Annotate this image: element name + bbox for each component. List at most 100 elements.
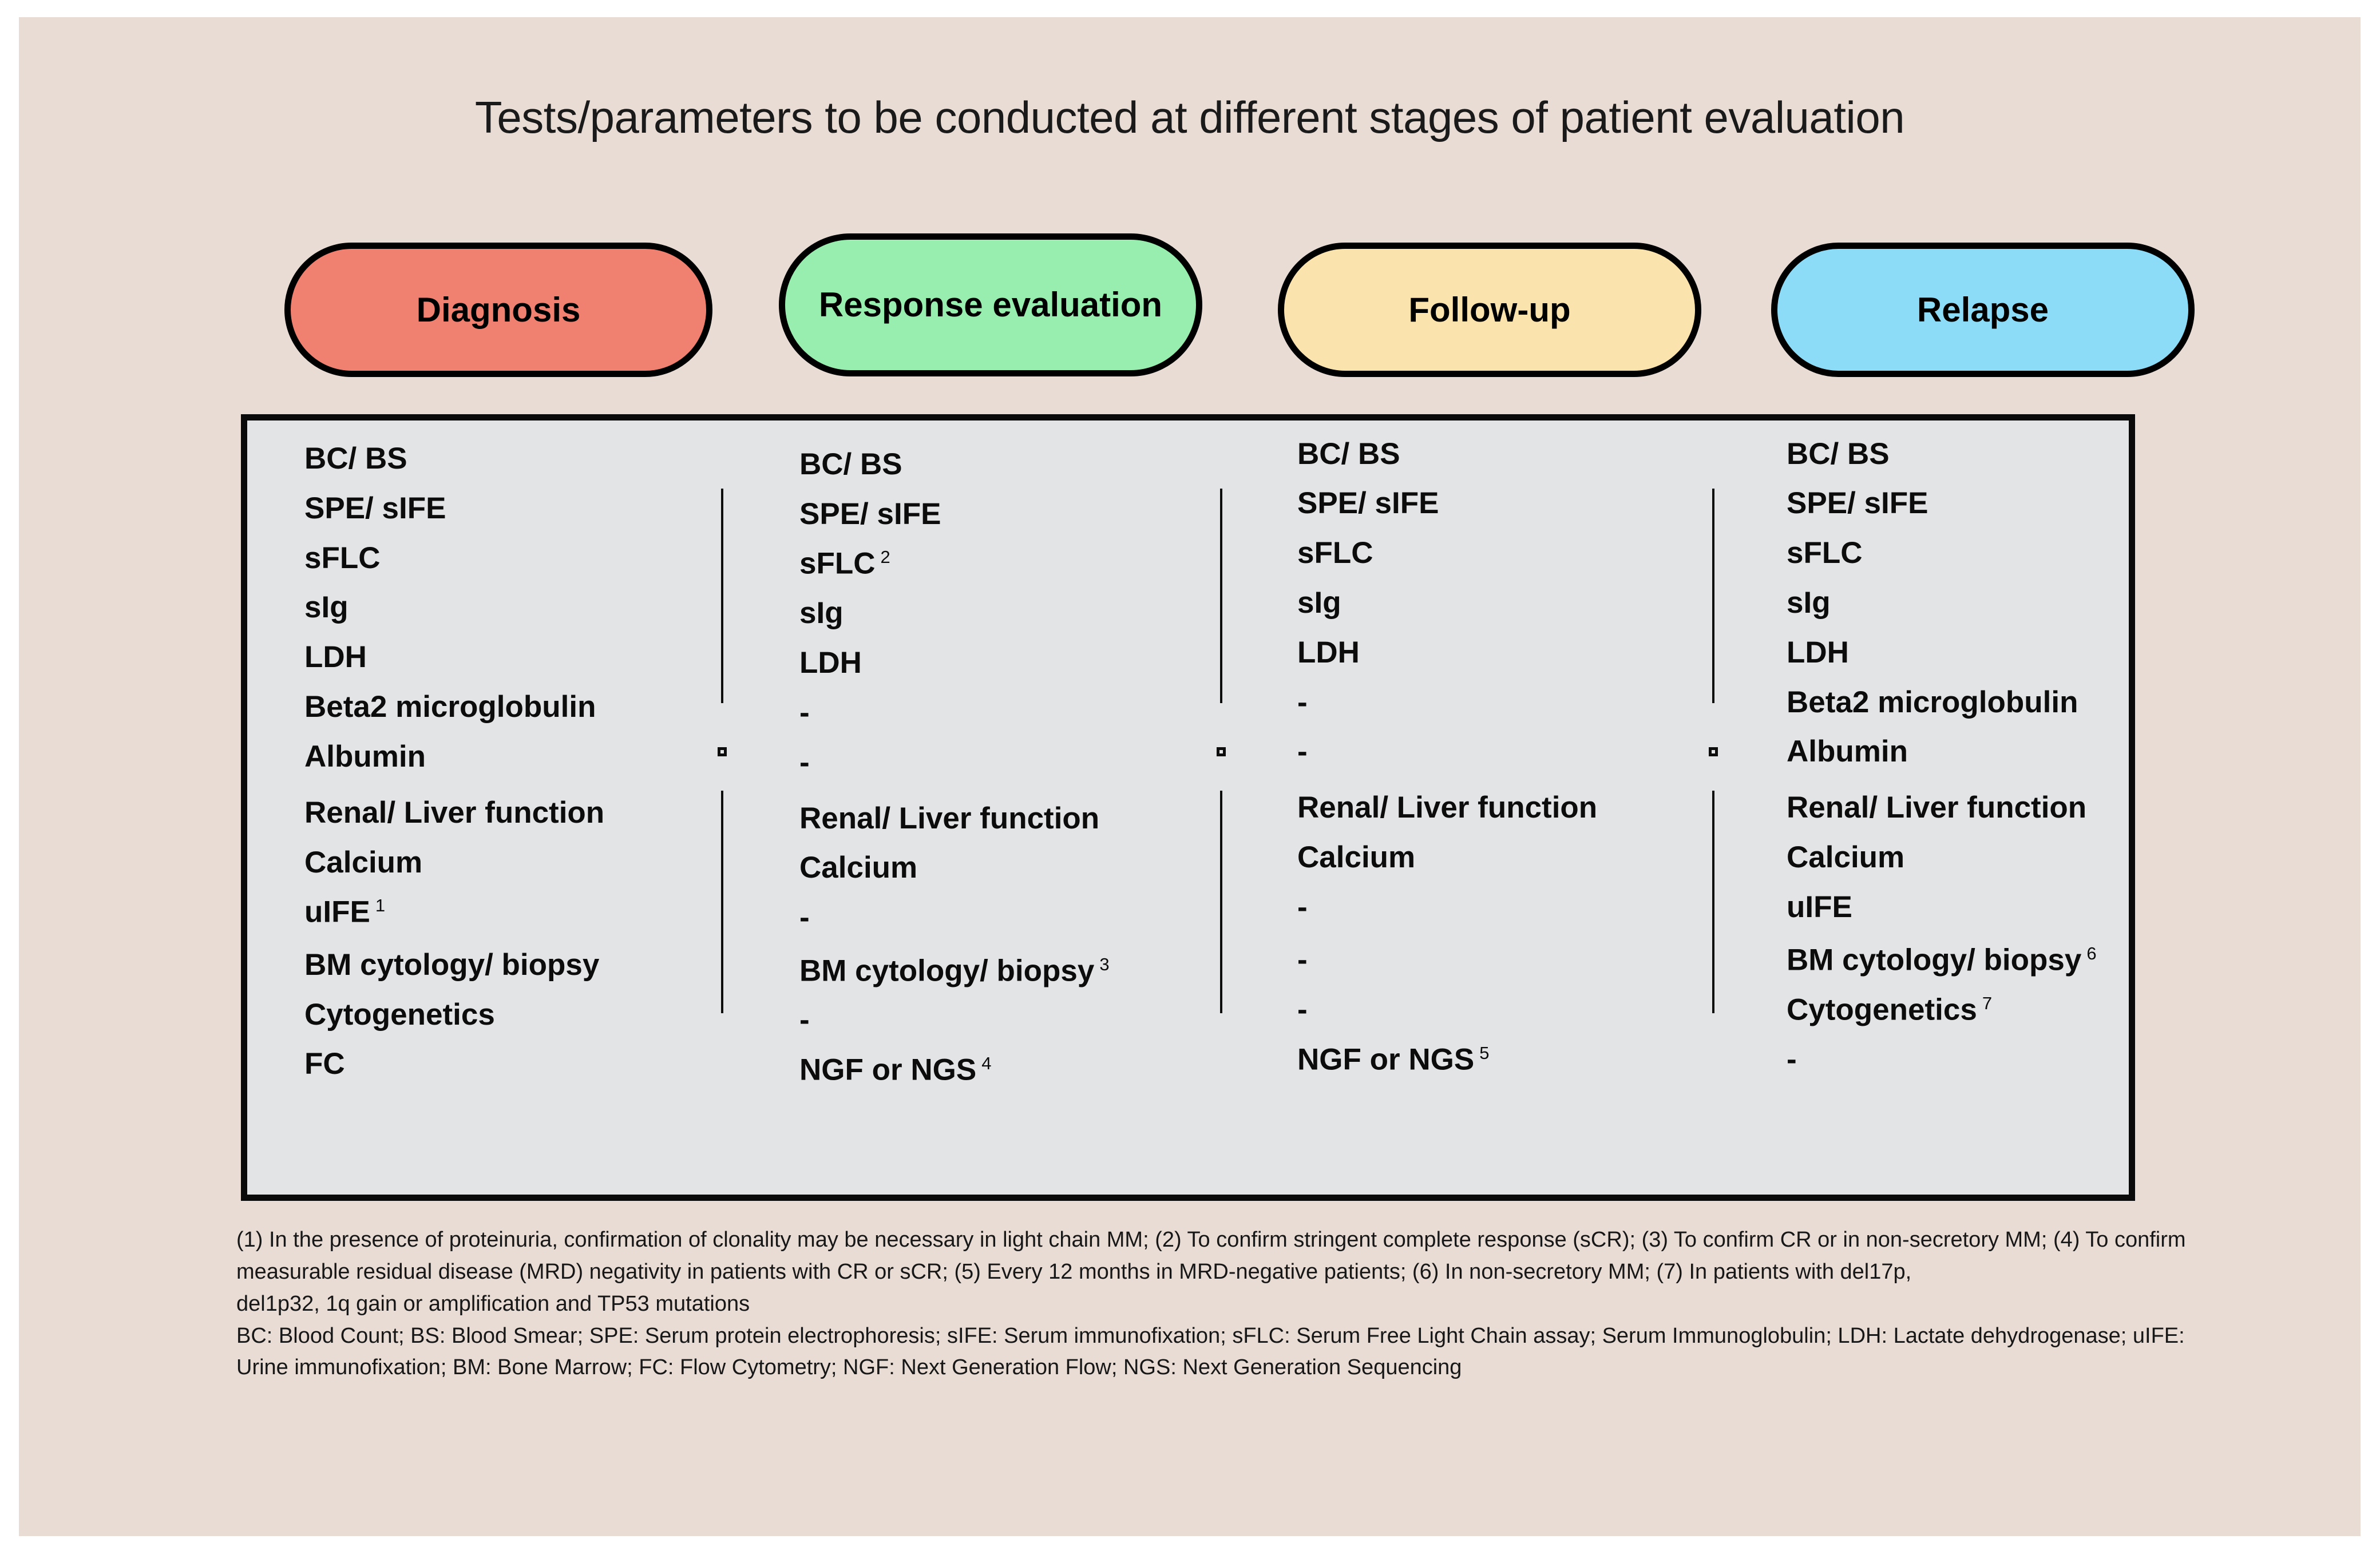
test-item: - bbox=[799, 697, 810, 728]
test-item-label: sFLC bbox=[304, 541, 381, 575]
stage-pill-diagnosis[interactable]: Diagnosis bbox=[284, 243, 712, 377]
test-item-label: - bbox=[799, 745, 810, 779]
test-item: sIg bbox=[304, 592, 349, 622]
footnote-marker: 6 bbox=[2086, 943, 2097, 964]
column-divider-lower bbox=[721, 790, 723, 1013]
test-item-label: - bbox=[799, 901, 810, 935]
test-item-label: LDH bbox=[304, 640, 367, 675]
test-item: Cytogenetics bbox=[304, 999, 495, 1030]
test-item: sIg bbox=[1297, 588, 1341, 618]
test-item-label: uIFE bbox=[1787, 890, 1852, 924]
test-item-label: - bbox=[1297, 993, 1308, 1027]
test-item-label: - bbox=[1787, 1042, 1797, 1076]
test-item-label: BC/ BS bbox=[1297, 437, 1400, 471]
test-item: - bbox=[799, 1005, 810, 1035]
test-item: SPE/ sIFE bbox=[304, 493, 446, 523]
footnote-marker: 4 bbox=[981, 1053, 992, 1074]
test-item: - bbox=[799, 902, 810, 933]
test-item: SPE/ sIFE bbox=[799, 499, 941, 529]
test-item-label: BC/ BS bbox=[799, 447, 902, 481]
test-item: - bbox=[1787, 1044, 1797, 1074]
test-item: Calcium bbox=[304, 847, 422, 878]
test-item-label: Albumin bbox=[1787, 735, 1908, 769]
test-item: BC/ BS bbox=[799, 449, 902, 479]
test-item-label: Renal/ Liver function bbox=[1297, 791, 1598, 825]
test-item: LDH bbox=[304, 642, 367, 672]
test-item-label: Calcium bbox=[799, 851, 918, 885]
test-item-label: SPE/ sIFE bbox=[799, 497, 941, 531]
test-item-label: NGF or NGS bbox=[1297, 1042, 1475, 1077]
test-item-label: - bbox=[1297, 943, 1308, 977]
figure-page: Tests/parameters to be conducted at diff… bbox=[19, 17, 2361, 1536]
test-item-label: - bbox=[799, 695, 810, 729]
divider-square-marker bbox=[1709, 747, 1718, 756]
test-item: - bbox=[1297, 687, 1308, 717]
test-item-label: SPE/ sIFE bbox=[1297, 486, 1439, 521]
test-item-label: Calcium bbox=[1297, 840, 1416, 875]
test-item-label: LDH bbox=[799, 646, 862, 680]
test-item: Calcium bbox=[799, 852, 917, 883]
test-item: Renal/ Liver function bbox=[799, 803, 1099, 834]
test-item-label: NGF or NGS bbox=[799, 1053, 977, 1087]
footnote-marker: 7 bbox=[1982, 993, 1993, 1014]
test-item: sFLC bbox=[304, 543, 381, 573]
footnote-marker: 1 bbox=[375, 895, 386, 916]
test-item: BM cytology/ biopsy bbox=[304, 950, 599, 980]
test-item: Albumin bbox=[304, 741, 426, 772]
test-item-label: sFLC bbox=[799, 547, 876, 581]
column-divider-lower bbox=[1712, 790, 1714, 1013]
test-item: Albumin bbox=[1787, 736, 1908, 767]
test-item-label: Calcium bbox=[304, 845, 423, 879]
test-item: uIFE bbox=[1787, 892, 1852, 922]
test-item-label: sIg bbox=[1297, 586, 1341, 620]
stage-pill-relapse[interactable]: Relapse bbox=[1771, 243, 2195, 377]
footnote-numbered: (1) In the presence of proteinuria, conf… bbox=[236, 1228, 2186, 1284]
test-item-label: Cytogenetics bbox=[1787, 993, 1977, 1027]
test-item-label: - bbox=[799, 1003, 810, 1037]
column-divider-upper bbox=[721, 488, 723, 703]
test-item: Beta2 microglobulin bbox=[1787, 687, 2078, 717]
test-item-label: SPE/ sIFE bbox=[304, 491, 446, 525]
test-item: BC/ BS bbox=[1297, 439, 1400, 469]
test-item-label: Renal/ Liver function bbox=[304, 795, 605, 830]
test-item-label: Albumin bbox=[304, 739, 426, 773]
footnote-marker: 5 bbox=[1479, 1043, 1490, 1063]
test-item: Renal/ Liver function bbox=[1787, 792, 2086, 823]
stage-pill-response-evaluation[interactable]: Response evaluation bbox=[779, 233, 1202, 376]
test-item: - bbox=[799, 747, 810, 778]
test-item-label: - bbox=[1297, 735, 1308, 769]
footnote-marker: 3 bbox=[1099, 954, 1110, 974]
footnote-marker: 2 bbox=[880, 547, 890, 568]
test-item: Calcium bbox=[1297, 842, 1415, 872]
test-item: Calcium bbox=[1787, 842, 1904, 872]
test-item: LDH bbox=[799, 648, 862, 678]
test-item: - bbox=[1297, 892, 1308, 922]
test-item: sFLC bbox=[1787, 538, 1863, 568]
test-item: - bbox=[1297, 945, 1308, 975]
test-item: SPE/ sIFE bbox=[1297, 488, 1439, 518]
test-item: sIg bbox=[1787, 588, 1831, 618]
test-item-label: FC bbox=[304, 1047, 345, 1081]
test-item-label: sFLC bbox=[1787, 536, 1863, 570]
test-item-label: LDH bbox=[1297, 635, 1360, 669]
stage-pill-follow-up[interactable]: Follow-up bbox=[1278, 243, 1701, 377]
divider-square-marker bbox=[718, 747, 727, 756]
test-item: LDH bbox=[1297, 637, 1360, 668]
footnotes-block: (1) In the presence of proteinuria, conf… bbox=[236, 1224, 2234, 1384]
column-divider-lower bbox=[1220, 790, 1222, 1013]
test-item-label: BC/ BS bbox=[1787, 437, 1890, 471]
test-item-label: BM cytology/ biopsy bbox=[799, 954, 1095, 988]
test-item-label: Beta2 microglobulin bbox=[1787, 685, 2078, 719]
column-divider-upper bbox=[1220, 488, 1222, 703]
footnote-numbered-cont: del1p32, 1q gain or amplification and TP… bbox=[236, 1291, 750, 1316]
